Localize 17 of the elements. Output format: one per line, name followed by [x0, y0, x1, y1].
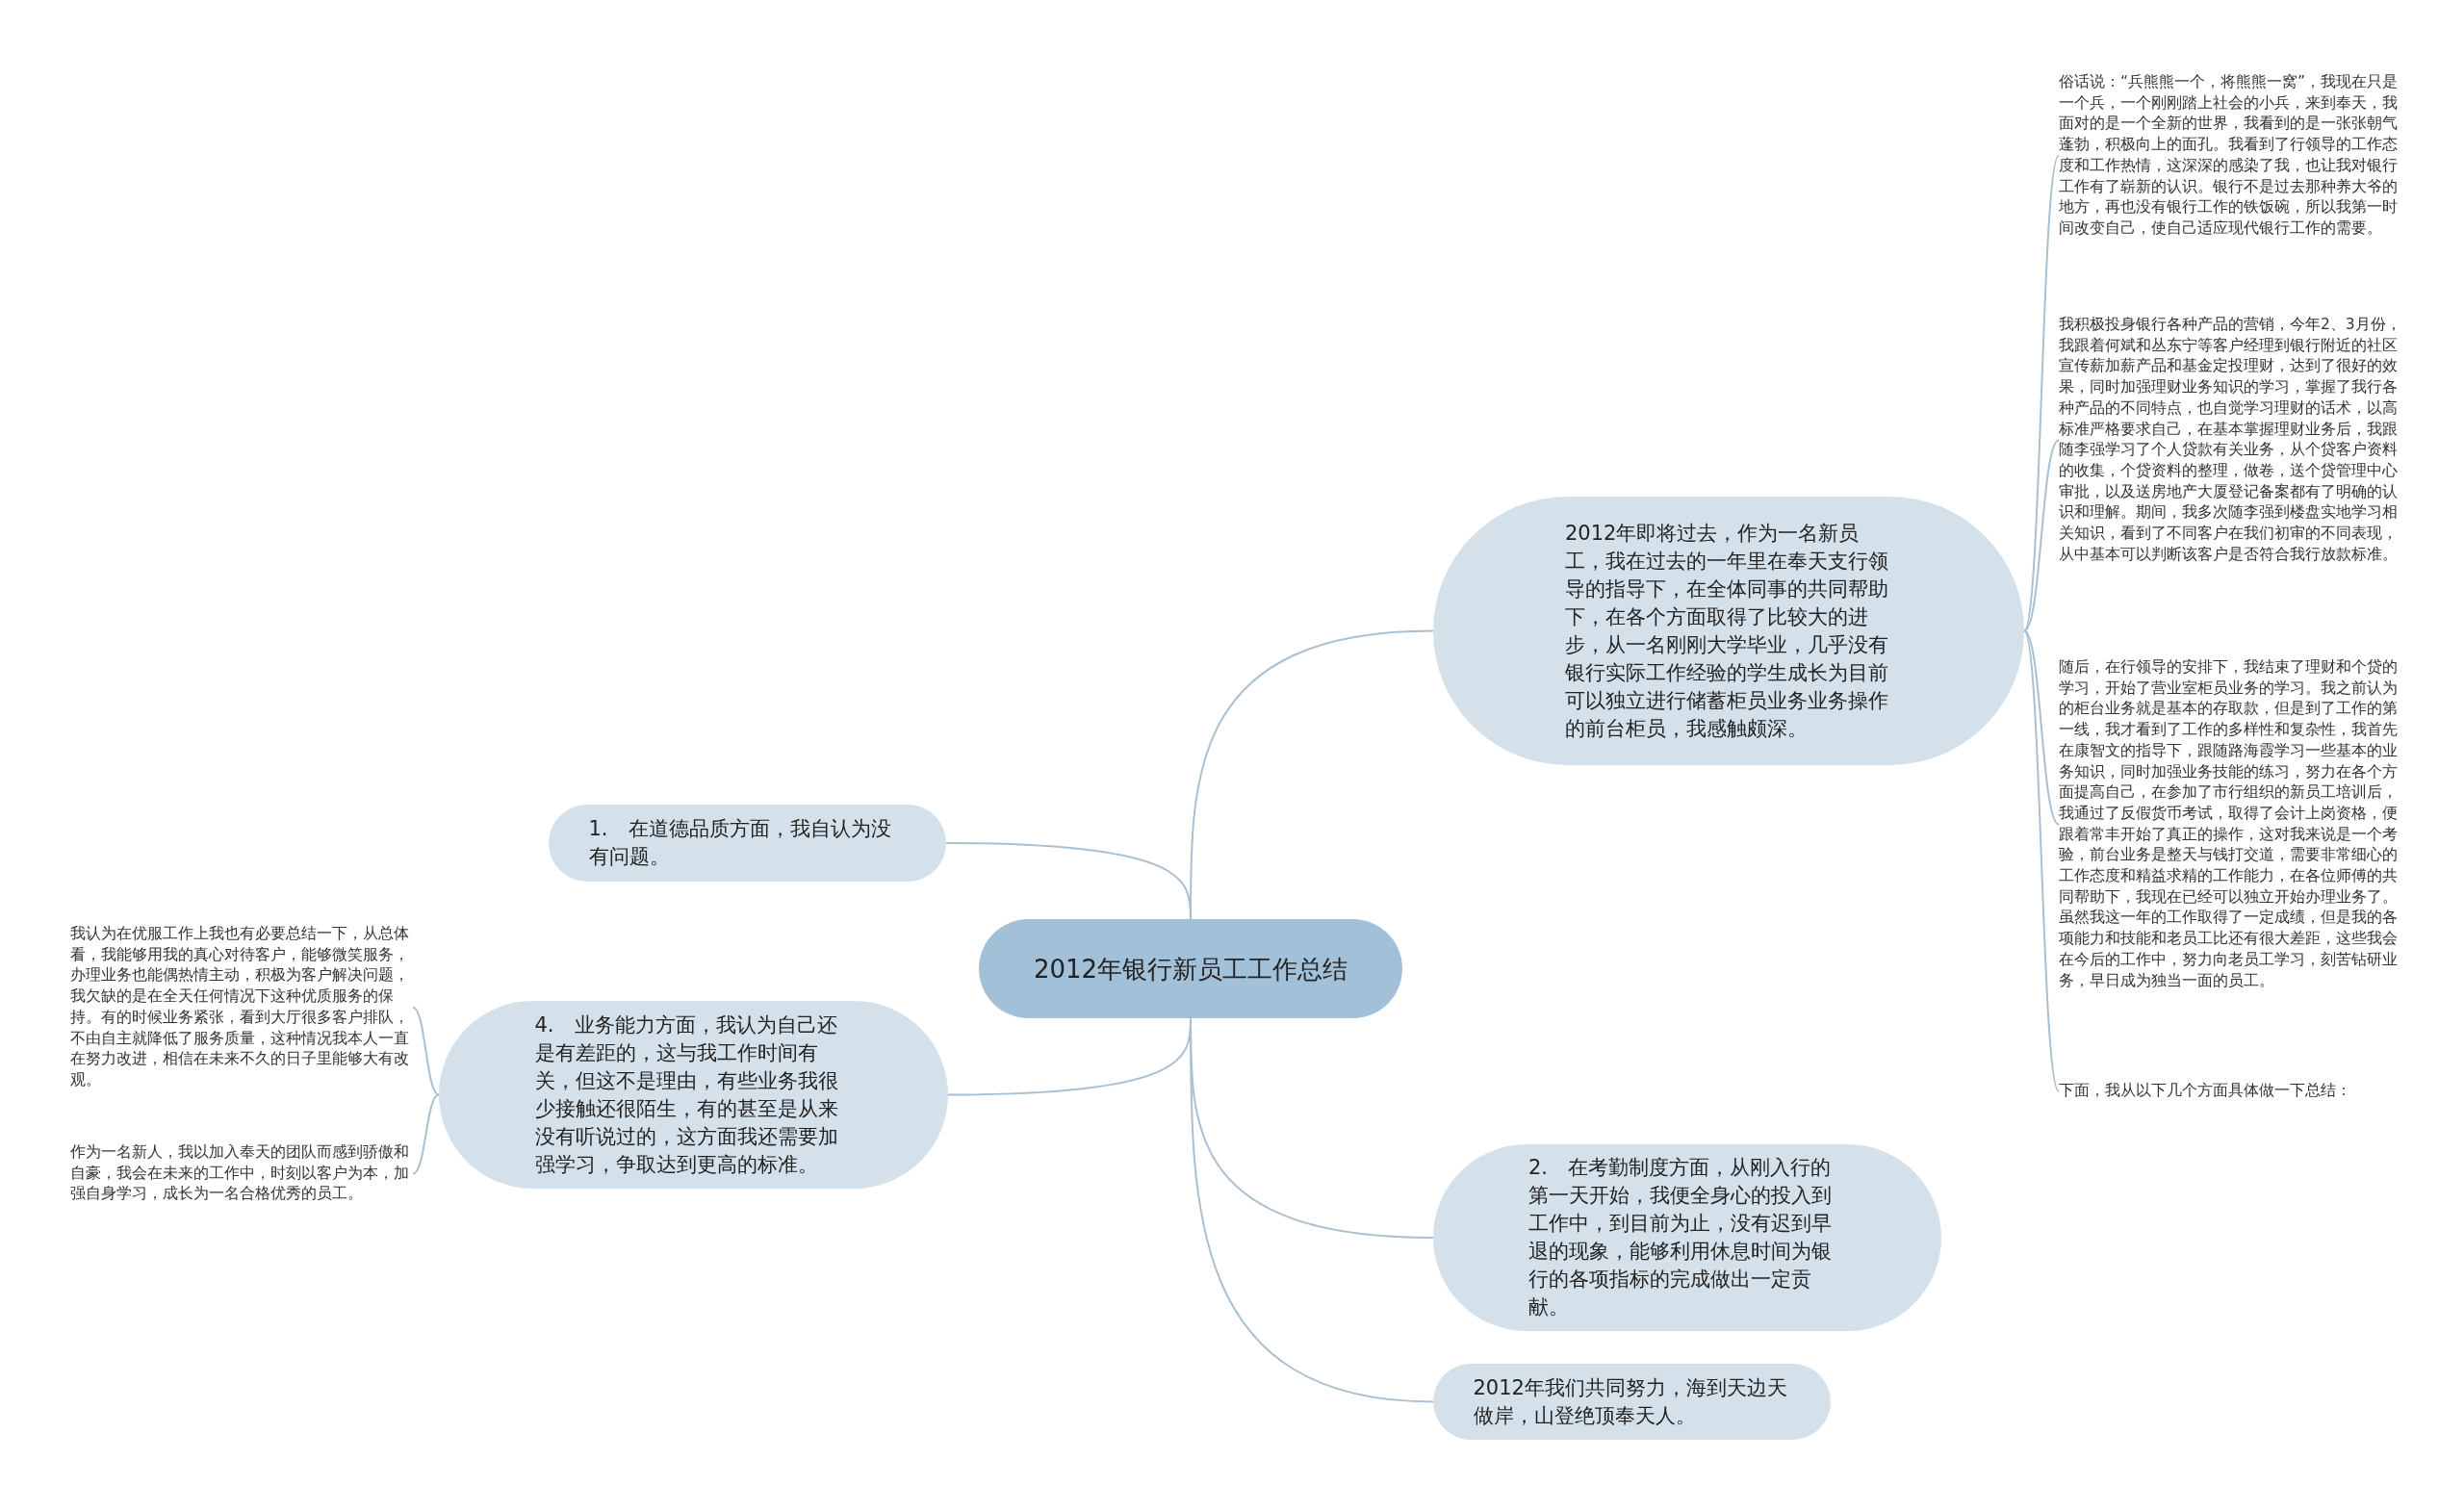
- topic-text: 2012年我们共同努力，海到天边天做岸，山登绝顶奉天人。: [1473, 1374, 1788, 1429]
- title: 2012年银行新员工工作总结: [1032, 953, 1349, 986]
- connector-line: [945, 842, 1192, 920]
- connector-line: [2023, 629, 2060, 826]
- topic-text: 随后，在行领导的安排下，我结束了理财和个贷的学习，开始了营业室柜员业务的学习。我之前认为的柜台业务就是基本的存取款，但是到了工作的第一线，我才看到了工作的多样性和复杂性，我首先在康智文的指导下，跟随路海霞学习一些基本的业务知识，同时加强业务技能的练习，努力在各个方面提高自己，在参加了市行组织的新员工培训后，我通过了反假货币考试，取得了会计上岗资格，便跟着常丰开始了真正的操作，这对我来说是一个考验，前台业务是整天与钱打交道，需要非常细心的工作态度和精益求精的工作能力，在各位师傅的共同帮助下，我现在已经可以独立开始办理业务了。虽然我这一年的工作取得了一定成绩，但是我的各项能力和技能和老员工比还有很大差距，这些我会在今后的工作中，努力向老员工学习，刻苦钻研业务，早日成为独当一面的员工。: [2059, 657, 2399, 991]
- topic-text: 我积极投身银行各种产品的营销，今年2、3月份，我跟着何斌和丛东宁等客户经理到银行附近的社区宣传薪加薪产品和基金定投理财，达到了很好的效果，同时加强理财业务知识的学习，掌握了我行各种产品的不同特点，也自觉学习理财的话术，以高标准严格要求自己，在基本掌握理财业务后，我跟随李强学习了个人贷款有关业务，从个贷客户资料的收集，个贷资料的整理，做卷，送个贷管理中心审批，以及送房地产大厦登记备案都有了明确的认识和理解。期间，我多次随李强到楼盘实地学习相关知识，看到了不同客户在我们初审的不同表现，从中基本可以判断该客户是否符合我行放款标准。: [2059, 315, 2401, 565]
- topic-text: 作为一名新人，我以加入奉天的团队而感到骄傲和自豪，我会在未来的工作中，时刻以客户为本，加强自身学习，成长为一名合格优秀的员工。: [70, 1142, 410, 1205]
- connector-line: [412, 1006, 440, 1096]
- connector-line: [412, 1093, 440, 1175]
- topic-text: 下面，我从以下几个方面具体做一下总结：: [2059, 1081, 2352, 1101]
- topic-text: 俗话说：“兵熊熊一个，将熊熊一窝”，我现在只是一个兵，一个刚刚踏上社会的小兵，来到奉天，我面对的是一个全新的世界，我看到的是一张张朝气蓬勃，积极向上的面孔。我看到了行领导的工作态度和工作热情，这深深的感染了我，也让我对银行工作有了崭新的认识。银行不是过去那种养大爷的地方，再也没有银行工作的铁饭碗，所以我第一时间改变自己，使自己适应现代银行工作的需要。: [2059, 72, 2400, 239]
- connector-line: [2023, 439, 2060, 632]
- topic-text: 2012年即将过去，作为一名新员工，我在过去的一年里在奉天支行领导的指导下，在全体同事的共同帮助下，在各个方面取得了比较大的进步，从一名刚刚大学毕业，几乎没有银行实际工作经验的学生成长为目前可以独立进行储蓄柜员业务业务操作的前台柜员，我感触颇深。: [1565, 520, 1889, 742]
- topic-text: 2. 在考勤制度方面，从刚入行的第一天开始，我便全身心的投入到工作中，到目前为止，没有迟到早退的现象，能够利用休息时间为银行的各项指标的完成做出一定贡献。: [1528, 1155, 1833, 1320]
- topic-text: 我认为在优服工作上我也有必要总结一下，从总体看，我能够用我的真心对待客户，能够微笑服务，办理业务也能偶热情主动，积极为客户解决问题，我欠缺的是在全天任何情况下这种优质服务的保持。有的时候业务紧张，看到大厅很多客户排队，不由自主就降低了服务质量，这种情况我本人一直在努力改进，相信在未来不久的日子里能够大有改观。: [70, 924, 410, 1090]
- topic-text: 4. 业务能力方面，我认为自己还是有差距的，这与我工作时间有关，但这不是理由，有些业务我很少接触还很陌生，有的甚至是从来没有听说过的，这方面我还需要加强学习，争取达到更高的标准。: [534, 1012, 839, 1178]
- topic-text: 1. 在道德品质方面，我自认为没有问题。: [588, 816, 892, 870]
